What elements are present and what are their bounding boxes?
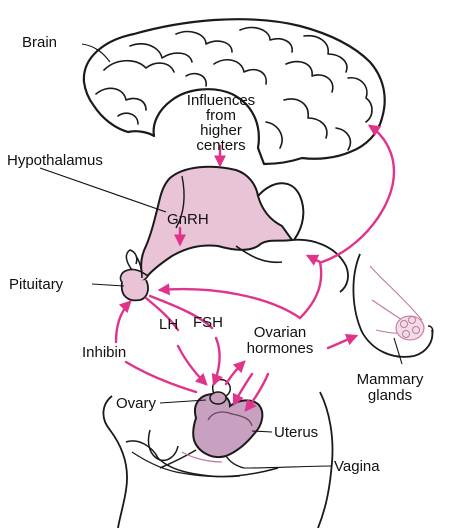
hormone-arrows: [116, 126, 394, 410]
arrow-hormones-to-uterus-2: [234, 374, 252, 404]
label-fsh: FSH: [193, 314, 223, 331]
label-hypothalamus: Hypothalamus: [7, 152, 103, 169]
label-centers: centers: [196, 137, 245, 154]
arrow-hormones-to-mammary: [328, 336, 356, 348]
label-ovary: Ovary: [116, 395, 157, 412]
leader-pituitary: [92, 284, 124, 286]
label-gnrh: GnRH: [167, 211, 209, 228]
arrow-ovarian-hormones-to-brain: [322, 126, 394, 262]
label-lh: LH: [159, 316, 178, 333]
leader-vagina: [244, 466, 332, 468]
arrow-fsh-to-ovary: [214, 338, 220, 384]
label-vagina: Vagina: [334, 458, 380, 475]
arrow-lh-to-ovary: [178, 346, 206, 384]
arrow-ovary-to-inhibin: [126, 362, 196, 392]
leader-mammary: [394, 338, 402, 364]
label-brain: Brain: [22, 34, 57, 51]
arrow-ovarian-hormones-to-hypothalamus: [300, 256, 321, 318]
label-hormones: hormones: [247, 340, 314, 357]
hypothalamus-pituitary-illustration: [121, 167, 348, 301]
arrow-inhibin-to-pituitary: [116, 302, 130, 342]
label-ovarian: Ovarian: [254, 324, 307, 341]
leader-hypothalamus: [40, 168, 166, 212]
label-uterus: Uterus: [274, 424, 318, 441]
arrow-ovary-up-to-hormones: [226, 362, 244, 384]
mammary-gland-illustration: [353, 254, 432, 357]
label-inhibin: Inhibin: [82, 344, 126, 361]
label-pituitary: Pituitary: [9, 276, 64, 293]
label-glands: glands: [368, 387, 412, 404]
label-mammary: Mammary: [357, 371, 424, 388]
arrow-ovarian-hormones-to-pituitary: [160, 289, 300, 318]
